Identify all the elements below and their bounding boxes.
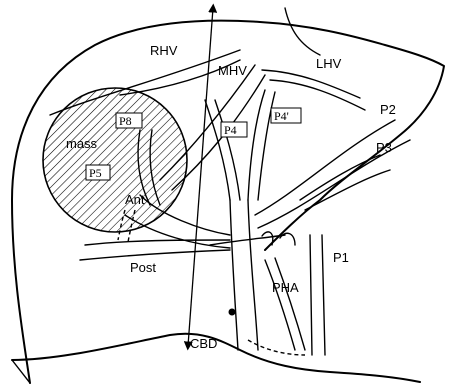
p4-label: P4 <box>224 123 237 137</box>
portal-trunk <box>230 200 238 350</box>
post-label: Post <box>130 260 156 275</box>
top-fissure <box>285 8 320 55</box>
post-branch <box>85 240 230 245</box>
rhv-label: RHV <box>150 43 178 58</box>
p1-vessel-2 <box>322 235 325 355</box>
p1-hook <box>280 233 295 245</box>
post-branch-2 <box>80 250 230 260</box>
p1-vessel <box>310 235 312 355</box>
ant-label: Ant <box>125 192 145 207</box>
cbd-dashed <box>248 340 305 355</box>
pha-vessel-2 <box>275 258 305 350</box>
p2-label: P2 <box>380 102 396 117</box>
mass-label: mass <box>66 136 98 151</box>
p3-branch <box>300 155 380 200</box>
p5-label: P5 <box>89 166 102 180</box>
cbd-marker <box>229 309 236 316</box>
p4prime-branch <box>248 90 265 200</box>
cbd-label: CBD <box>190 336 217 351</box>
mhv-label: MHV <box>218 63 247 78</box>
lhv-label: LHV <box>316 56 342 71</box>
p1-label: P1 <box>333 250 349 265</box>
pha-label: PHA <box>272 280 299 295</box>
p3-label: P3 <box>376 140 392 155</box>
left-portal-branch <box>255 120 395 215</box>
p8-label: P8 <box>119 114 132 128</box>
p4prime-label: P4' <box>274 109 289 123</box>
lhv-vein-2 <box>270 80 365 110</box>
portal-trunk-2 <box>248 200 258 350</box>
lhv-vein <box>262 70 360 98</box>
vertical-arrow <box>188 8 213 346</box>
